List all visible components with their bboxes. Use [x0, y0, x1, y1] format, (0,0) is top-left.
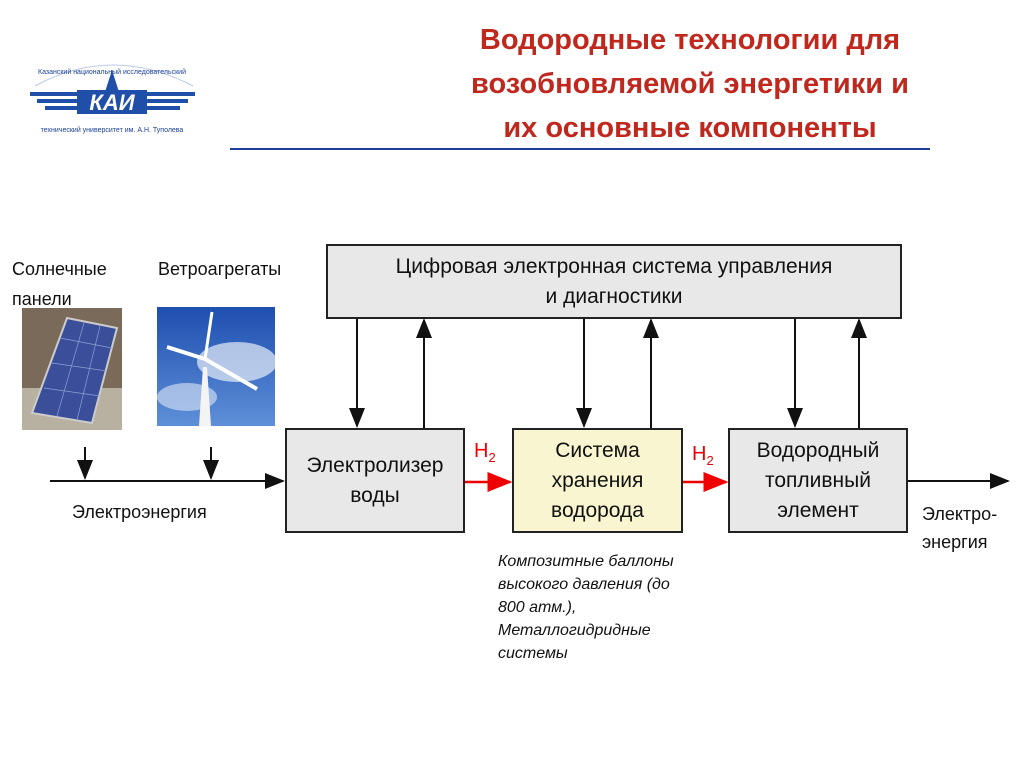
- output-line: энергия: [922, 532, 988, 552]
- note-line: 800 атм.),: [498, 599, 577, 616]
- fuel-cell-box: Водородный топливный элемент: [728, 428, 908, 533]
- title-line: их основные компоненты: [503, 112, 877, 144]
- storage-note: Композитные баллоны высокого давления (д…: [498, 550, 728, 665]
- solar-panels-label: Солнечные панели: [12, 259, 107, 309]
- h2-subscript: 2: [706, 453, 714, 468]
- title-line: возобновляемой энергетики и: [471, 68, 909, 100]
- h2-subscript: 2: [488, 450, 496, 465]
- svg-text:КАИ: КАИ: [89, 90, 135, 115]
- h2-label: H2: [692, 443, 714, 468]
- control-line: и диагностики: [545, 284, 683, 308]
- hydrogen-storage-box: Система хранения водорода: [512, 428, 683, 533]
- control-system-box: Цифровая электронная система управления и…: [326, 244, 902, 319]
- note-line: системы: [498, 645, 568, 662]
- note-line: высокого давления (до: [498, 576, 670, 593]
- output-line: Электро-: [922, 504, 998, 524]
- h2-symbol: H: [692, 443, 707, 465]
- solar-panel-image: [22, 308, 122, 430]
- fuel-cell-line: элемент: [777, 498, 859, 522]
- storage-line: Система: [555, 438, 640, 462]
- electrolyzer-line: Электролизер: [306, 453, 444, 477]
- fuel-cell-line: Водородный: [756, 438, 880, 462]
- h2-label: H2: [474, 440, 496, 465]
- control-line: Цифровая электронная система управления: [395, 254, 833, 278]
- fuel-cell-line: топливный: [764, 468, 871, 492]
- electricity-output-label: Электро-энергия: [922, 500, 997, 556]
- note-line: Металлогидридные: [498, 622, 651, 639]
- h2-symbol: H: [474, 440, 489, 462]
- slide-title: Водородные технологии для возобновляемой…: [380, 18, 1000, 150]
- storage-line: хранения: [551, 468, 644, 492]
- title-rule: [230, 148, 930, 150]
- title-line: Водородные технологии для: [479, 24, 901, 56]
- kai-logo: Казанский национальный исследовательский…: [30, 64, 195, 134]
- electricity-input-label: Электроэнергия: [72, 502, 207, 522]
- wind-turbine-image: [157, 307, 275, 426]
- note-line: Композитные баллоны: [498, 553, 674, 570]
- storage-line: водорода: [551, 498, 644, 522]
- electrolyzer-line: воды: [350, 483, 400, 507]
- electrolyzer-box: Электролизер воды: [285, 428, 465, 533]
- wind-turbines-label: Ветроагрегаты: [158, 259, 282, 279]
- svg-text:технический университет им. А.: технический университет им. А.Н. Туполев…: [41, 126, 184, 134]
